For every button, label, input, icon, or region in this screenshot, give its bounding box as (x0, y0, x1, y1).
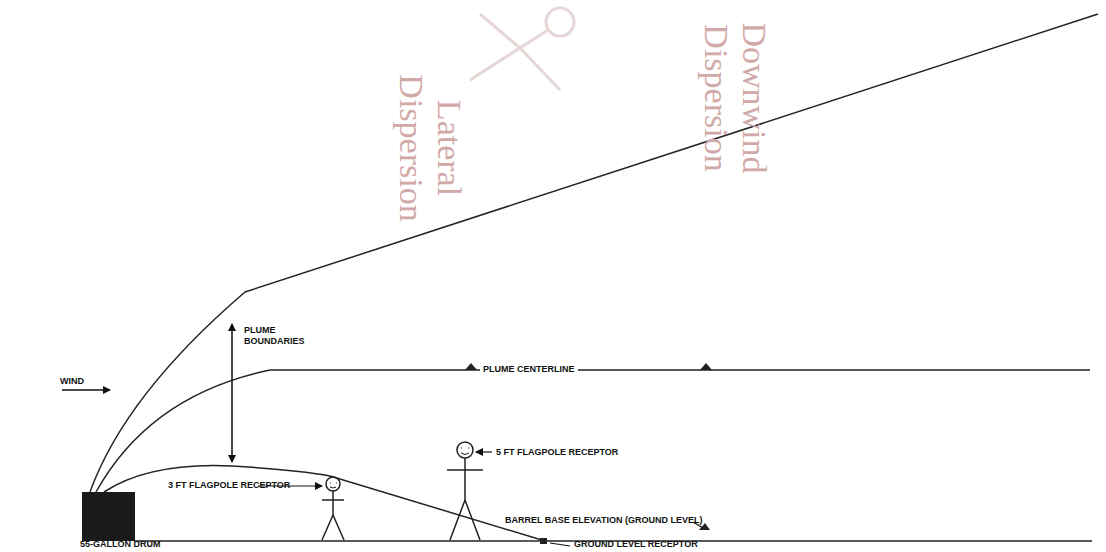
leader-line (550, 543, 570, 546)
watermark-figure (470, 8, 574, 90)
callout-label: WIND (60, 376, 84, 387)
leader-line (476, 451, 492, 452)
dimension-arrow (231, 324, 233, 462)
callout-label: PLUME BOUNDARIES (244, 325, 318, 347)
marker (465, 363, 477, 370)
watermark: Downwind Dispersion (697, 3, 773, 193)
stick-figure (322, 477, 344, 540)
plume-boundary (104, 466, 545, 541)
callout-label: 3 FT FLAGPOLE RECEPTOR (168, 480, 290, 491)
receptor-marker (540, 538, 547, 544)
callout-label: 5 FT FLAGPOLE RECEPTOR (496, 447, 618, 458)
callout-label: BARREL BASE ELEVATION (GROUND LEVEL) (505, 515, 703, 526)
stick-figure (447, 442, 483, 540)
drum-shape: 55-GALLON DRUM (82, 492, 135, 541)
callout-label: GROUND LEVEL RECEPTOR (574, 539, 698, 550)
marker (700, 363, 712, 370)
wind-arrow (62, 389, 110, 391)
drum-label: 55-GALLON DRUM (80, 539, 161, 550)
watermark: Lateral Dispersion (392, 63, 468, 233)
callout-label: PLUME CENTERLINE (480, 364, 578, 375)
plume-centerline (96, 370, 1090, 492)
plume-boundary (90, 14, 1098, 492)
